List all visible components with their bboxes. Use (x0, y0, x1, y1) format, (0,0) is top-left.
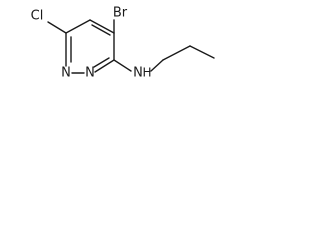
bond-c6-c5 (65, 19, 91, 34)
bond-c3-n (113, 59, 132, 72)
bond-c5-c4-inner (91, 24, 111, 36)
chlorine-atom-label: Cl (31, 9, 44, 24)
bond-ch-ch3-down (189, 45, 215, 59)
bond-n-ch (150, 59, 164, 72)
bond-ch-ch3-up (162, 45, 191, 61)
ring-nitrogen-1-label: N (61, 66, 71, 81)
chemical-structure-diagram: Cl Br N N N H (31, 6, 215, 81)
bromine-atom-label: Br (113, 6, 128, 21)
bond-c3-n2-inner (93, 57, 110, 68)
bond-c5-c4 (89, 19, 115, 34)
amine-hydrogen-label: H (142, 66, 151, 80)
amine-nitrogen-label: N (133, 66, 143, 81)
ring-nitrogen-2-label: N (85, 66, 95, 81)
bond-c3-n2 (94, 59, 115, 73)
bond-c6-cl (47, 21, 67, 34)
